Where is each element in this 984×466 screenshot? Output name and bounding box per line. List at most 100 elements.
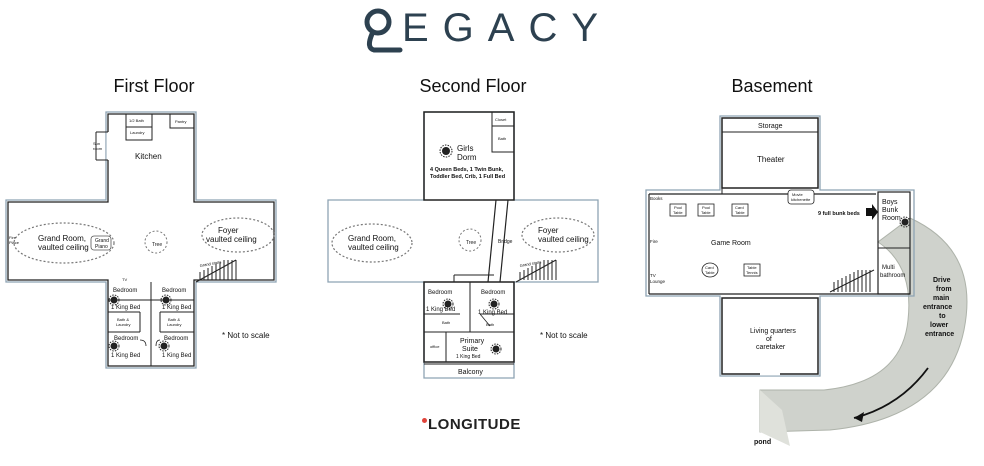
ff-grand-room-2: vaulted ceiling bbox=[38, 243, 89, 252]
sf-bridge: Bridge bbox=[498, 239, 513, 245]
sf-bedroom-2: Bedroom bbox=[481, 290, 505, 296]
ff-bed-1: 1 King Bed bbox=[111, 305, 140, 311]
ff-bedroom-3: Bedroom bbox=[114, 336, 138, 342]
sf-primary-bed: 1 King Bed bbox=[456, 354, 481, 360]
sf-girls-beds-1: 4 Queen Beds, 1 Twin Bunk, bbox=[430, 167, 504, 173]
bs-pool-1a: Pool bbox=[674, 205, 682, 210]
sf-not-to-scale: * Not to scale bbox=[540, 331, 588, 340]
bs-movie-1: Movie bbox=[792, 192, 803, 197]
ff-fire-1: Fire bbox=[9, 235, 17, 240]
sf-closet: Closet bbox=[495, 117, 507, 122]
ff-sun-room-1: Sun bbox=[93, 141, 100, 146]
sf-office: office bbox=[430, 344, 440, 349]
legacy-logo-mark bbox=[360, 4, 404, 61]
bs-theater: Theater bbox=[757, 155, 785, 164]
sf-tree: Tree bbox=[466, 240, 476, 246]
bs-pool-2a: Pool bbox=[702, 205, 710, 210]
ff-bedroom-1: Bedroom bbox=[113, 288, 137, 294]
basement-title: Basement bbox=[731, 76, 813, 96]
bs-drive-1: Drive bbox=[933, 277, 951, 284]
ff-grand-piano-1: Grand bbox=[95, 238, 109, 244]
bs-movie-2: kitchenette bbox=[791, 197, 811, 202]
ff-grand-room-1: Grand Room, bbox=[38, 234, 86, 243]
sf-grand-room-2: vaulted ceiling bbox=[348, 243, 399, 252]
sf-balcony: Balcony bbox=[458, 369, 483, 376]
sf-primary-2: Suite bbox=[462, 346, 478, 353]
bs-lounge: Lounge bbox=[650, 279, 666, 284]
bs-card-2b: Table bbox=[705, 270, 715, 275]
bs-bunk-beds: 9 full bunk beds bbox=[818, 211, 860, 217]
ff-foyer-2: vaulted ceiling bbox=[206, 235, 257, 244]
sf-bath-2: Bath bbox=[486, 322, 494, 327]
bs-drive-4: entrance bbox=[923, 304, 952, 311]
bs-fire: Fire bbox=[650, 239, 658, 244]
sf-primary-1: Primary bbox=[460, 338, 485, 345]
bs-storage: Storage bbox=[758, 123, 783, 130]
ff-laundry: Laundry bbox=[130, 130, 144, 135]
first-floor-title: First Floor bbox=[113, 76, 195, 96]
sf-bed-2: 1 King Bed bbox=[478, 310, 507, 316]
ff-bed-3: 1 King Bed bbox=[111, 353, 140, 359]
bs-card-2a: Card bbox=[705, 265, 714, 270]
bs-pool-2b: Table bbox=[701, 210, 711, 215]
bs-boys-2: Bunk bbox=[882, 207, 898, 214]
sf-bed-1: 1 King Bed bbox=[426, 307, 455, 313]
ff-fire-2: Place bbox=[9, 240, 20, 245]
longitude-logo: LONGITUDE bbox=[422, 416, 521, 433]
bs-living-1: Living quarters bbox=[750, 328, 796, 335]
bs-tennis-a: Table bbox=[747, 265, 757, 270]
bs-drive-5: to bbox=[939, 313, 946, 320]
second-floor-title: Second Floor bbox=[419, 76, 527, 96]
legacy-logo-text: EGACY bbox=[402, 6, 613, 50]
sf-bath-top: Bath bbox=[498, 136, 506, 141]
sf-foyer-2: vaulted ceiling bbox=[538, 235, 589, 244]
ff-bedroom-4: Bedroom bbox=[164, 336, 188, 342]
sf-girls-beds-2: Toddler Bed, Crib, 1 Full Bed bbox=[430, 174, 505, 180]
ff-bed-2: 1 King Bed bbox=[162, 305, 191, 311]
bs-drive-2: from bbox=[936, 286, 952, 293]
bs-boys-1: Boys bbox=[882, 199, 898, 206]
ff-bath-laundry-1b: Laundry bbox=[116, 322, 130, 327]
second-floor-plan: Closet Bath Girls Dorm 4 Queen Beds, 1 T… bbox=[327, 111, 599, 379]
ff-half-bath: 1/2 Bath bbox=[129, 118, 144, 123]
ff-foyer-1: Foyer bbox=[218, 226, 239, 235]
bs-drive-6: lower bbox=[930, 322, 949, 329]
bs-boys-3: Room bbox=[882, 215, 901, 222]
sf-girls-2: Dorm bbox=[457, 153, 477, 162]
basement-plan: Storage Theater Books Movie kitchenette … bbox=[645, 115, 968, 446]
sf-foyer-1: Foyer bbox=[538, 226, 559, 235]
bs-card-1a: Card bbox=[735, 205, 744, 210]
bs-books: Books bbox=[650, 196, 663, 201]
sf-bath-1: Bath bbox=[442, 320, 450, 325]
bs-living-2: of bbox=[766, 336, 772, 343]
first-floor-plan: 1/2 Bath Laundry Pantry Sun room Kitchen… bbox=[5, 111, 277, 369]
bs-multi-2: bathroom bbox=[880, 273, 905, 279]
ff-tv: TV bbox=[122, 277, 127, 282]
longitude-dot-icon bbox=[422, 418, 427, 423]
ff-not-to-scale: * Not to scale bbox=[222, 331, 270, 340]
sf-grand-stairs: Grand stairs bbox=[519, 259, 541, 268]
ff-bath-laundry-1a: Bath & bbox=[117, 317, 129, 322]
ff-bath-laundry-2a: Bath & bbox=[168, 317, 180, 322]
ff-pantry: Pantry bbox=[175, 119, 187, 124]
bs-game-room: Game Room bbox=[711, 240, 751, 247]
bs-tennis-b: Tennis bbox=[746, 270, 758, 275]
sf-bedroom-1: Bedroom bbox=[428, 290, 452, 296]
bs-living-3: caretaker bbox=[756, 344, 786, 351]
bs-pool-1b: Table bbox=[673, 210, 683, 215]
bs-tv: TV bbox=[650, 273, 656, 278]
ff-sun-room-2: room bbox=[93, 146, 103, 151]
ff-grand-piano-2: Piano bbox=[95, 244, 108, 250]
ff-bedroom-2: Bedroom bbox=[162, 288, 186, 294]
ff-bath-laundry-2b: Laundry bbox=[167, 322, 181, 327]
bs-drive-7: entrance bbox=[925, 331, 954, 338]
bs-multi-1: Multi bbox=[882, 265, 895, 271]
bs-drive-3: main bbox=[933, 295, 949, 302]
sf-grand-room-1: Grand Room, bbox=[348, 234, 396, 243]
longitude-text: LONGITUDE bbox=[428, 416, 521, 433]
ff-kitchen: Kitchen bbox=[135, 152, 162, 161]
ff-grand-stairs: Grand stairs bbox=[199, 259, 221, 268]
bs-pond: pond bbox=[754, 439, 771, 446]
ff-tree: Tree bbox=[152, 242, 162, 248]
bs-card-1b: Table bbox=[735, 210, 745, 215]
